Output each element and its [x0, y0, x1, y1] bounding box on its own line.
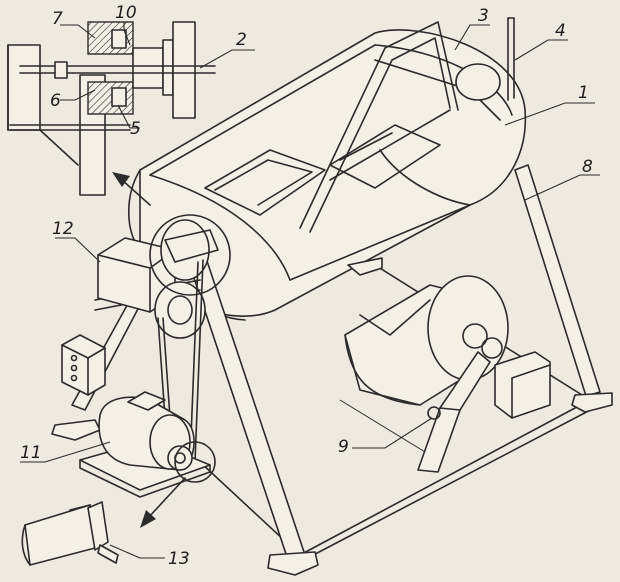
callout-1: 1 — [578, 83, 589, 103]
leader-lines — [20, 22, 600, 559]
secondary-drum-unit — [344, 275, 551, 473]
section-detail — [7, 21, 216, 196]
callout-3: 3 — [478, 6, 489, 26]
arrow-head-lower — [140, 510, 156, 528]
handle-frame — [299, 21, 459, 233]
callout-8: 8 — [582, 157, 593, 177]
callout-5: 5 — [130, 119, 141, 139]
gearbox — [97, 237, 206, 339]
electric-motor — [79, 391, 216, 498]
callout-7: 7 — [52, 9, 63, 29]
control-box — [61, 334, 106, 396]
callout-12: 12 — [52, 219, 74, 239]
rod — [507, 17, 515, 101]
callout-2: 2 — [236, 30, 247, 50]
direction-arrows — [112, 172, 186, 528]
callout-4: 4 — [555, 21, 566, 41]
callout-6: 6 — [50, 91, 61, 111]
callout-13: 13 — [168, 549, 190, 569]
bracket-detail — [21, 501, 119, 566]
arrow-head-upper — [112, 172, 130, 187]
callout-11: 11 — [20, 443, 42, 463]
callout-10: 10 — [115, 3, 137, 23]
drive-pulley-detail — [149, 214, 231, 296]
callout-labels: 1 2 3 4 5 6 7 8 9 10 11 12 13 — [20, 3, 593, 569]
callout-9: 9 — [338, 437, 349, 457]
